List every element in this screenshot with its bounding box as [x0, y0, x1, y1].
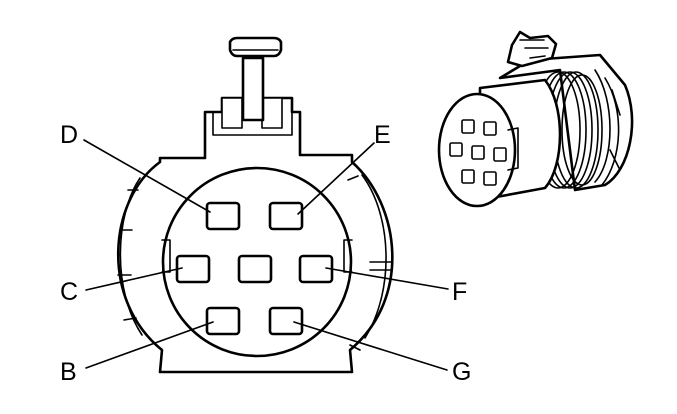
- leader-e: [297, 142, 375, 215]
- leader-b: [85, 321, 214, 369]
- latch-block-left: [221, 97, 243, 129]
- iso-pin-cavities: [449, 119, 507, 186]
- leader-lines: [83, 139, 449, 371]
- latch-block-right: [261, 97, 283, 129]
- leader-f: [325, 267, 449, 290]
- pin-label-b: B: [60, 358, 77, 386]
- pin-label-d: D: [60, 121, 78, 149]
- pin-label-c: C: [60, 278, 78, 306]
- pin-cavity-c: [175, 254, 211, 284]
- shell-rib-left: [119, 177, 143, 336]
- pin-cavity-b: [205, 306, 241, 336]
- connector-isometric-view: [437, 30, 634, 208]
- latch-stem: [241, 56, 265, 122]
- connector-front-view: [116, 36, 394, 374]
- latch-platform: [212, 111, 293, 136]
- iso-latch-detail: [519, 39, 549, 59]
- pin-label-f: F: [452, 278, 467, 306]
- shell-rib-right-2: [347, 175, 393, 351]
- pin-cavity-e: [268, 201, 304, 231]
- shell-rib-right: [361, 174, 387, 339]
- iso-face-key: [507, 127, 519, 171]
- leader-c: [85, 267, 183, 291]
- leader-d: [83, 139, 211, 213]
- shell-rib-left-2: [117, 189, 139, 321]
- pin-cavity-d: [205, 201, 241, 231]
- pin-label-e: E: [374, 121, 391, 149]
- pin-labels: D E C F B G: [60, 121, 471, 386]
- iso-right-ribs: [594, 69, 621, 186]
- pin-cavity-g: [268, 306, 304, 336]
- pin-label-g: G: [452, 358, 471, 386]
- latch-cap: [228, 36, 283, 58]
- leader-g: [293, 321, 448, 371]
- pin-cavity-center: [237, 254, 273, 284]
